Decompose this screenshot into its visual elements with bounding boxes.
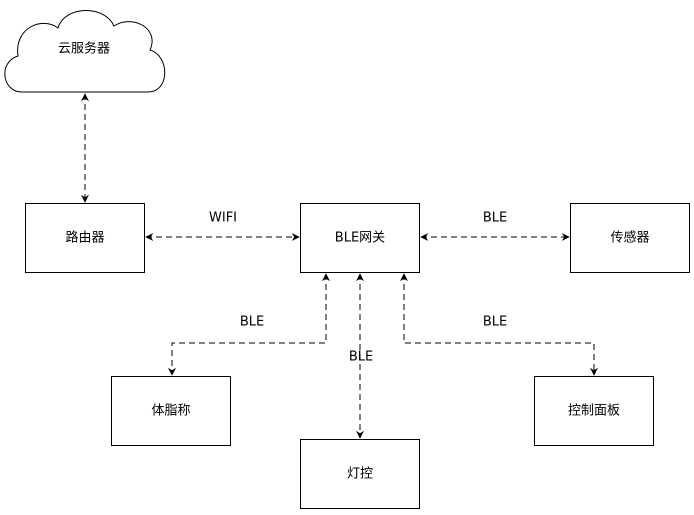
router-box bbox=[25, 203, 145, 273]
edge-gateway-scale bbox=[168, 273, 330, 376]
edge-label-ble-panel: BLE bbox=[483, 315, 507, 330]
ble-gateway-label: BLE网关 bbox=[335, 231, 385, 246]
light-control-label: 灯控 bbox=[347, 467, 373, 482]
ble-gateway-box bbox=[300, 203, 420, 273]
edge-label-ble-scale: BLE bbox=[240, 315, 264, 330]
cloud-server-node[interactable]: 云服务器 bbox=[4, 10, 166, 93]
body-fat-scale-label: 体脂称 bbox=[151, 404, 190, 419]
control-panel-node[interactable]: 控制面板 bbox=[534, 376, 654, 446]
sensor-label: 传感器 bbox=[610, 230, 649, 246]
ble-gateway-node[interactable]: BLE网关 bbox=[300, 203, 420, 273]
edge-label-ble-light: BLE bbox=[349, 350, 373, 365]
router-label: 路由器 bbox=[65, 230, 104, 246]
cloud-shape bbox=[4, 10, 166, 93]
edge-label-ble-sensor: BLE bbox=[483, 211, 507, 226]
light-control-node[interactable]: 灯控 bbox=[300, 439, 420, 509]
control-panel-box bbox=[534, 376, 654, 446]
cloud-server-label: 云服务器 bbox=[58, 41, 110, 57]
body-fat-scale-box bbox=[111, 376, 231, 446]
control-panel-label: 控制面板 bbox=[568, 404, 620, 419]
sensor-node[interactable]: 传感器 bbox=[570, 203, 690, 273]
router-node[interactable]: 路由器 bbox=[25, 203, 145, 273]
body-fat-scale-node[interactable]: 体脂称 bbox=[111, 376, 231, 446]
edge-label-wifi: WIFI bbox=[209, 211, 237, 226]
light-control-box bbox=[300, 439, 420, 509]
sensor-box bbox=[570, 203, 690, 273]
edge-gateway-panel bbox=[400, 273, 598, 376]
